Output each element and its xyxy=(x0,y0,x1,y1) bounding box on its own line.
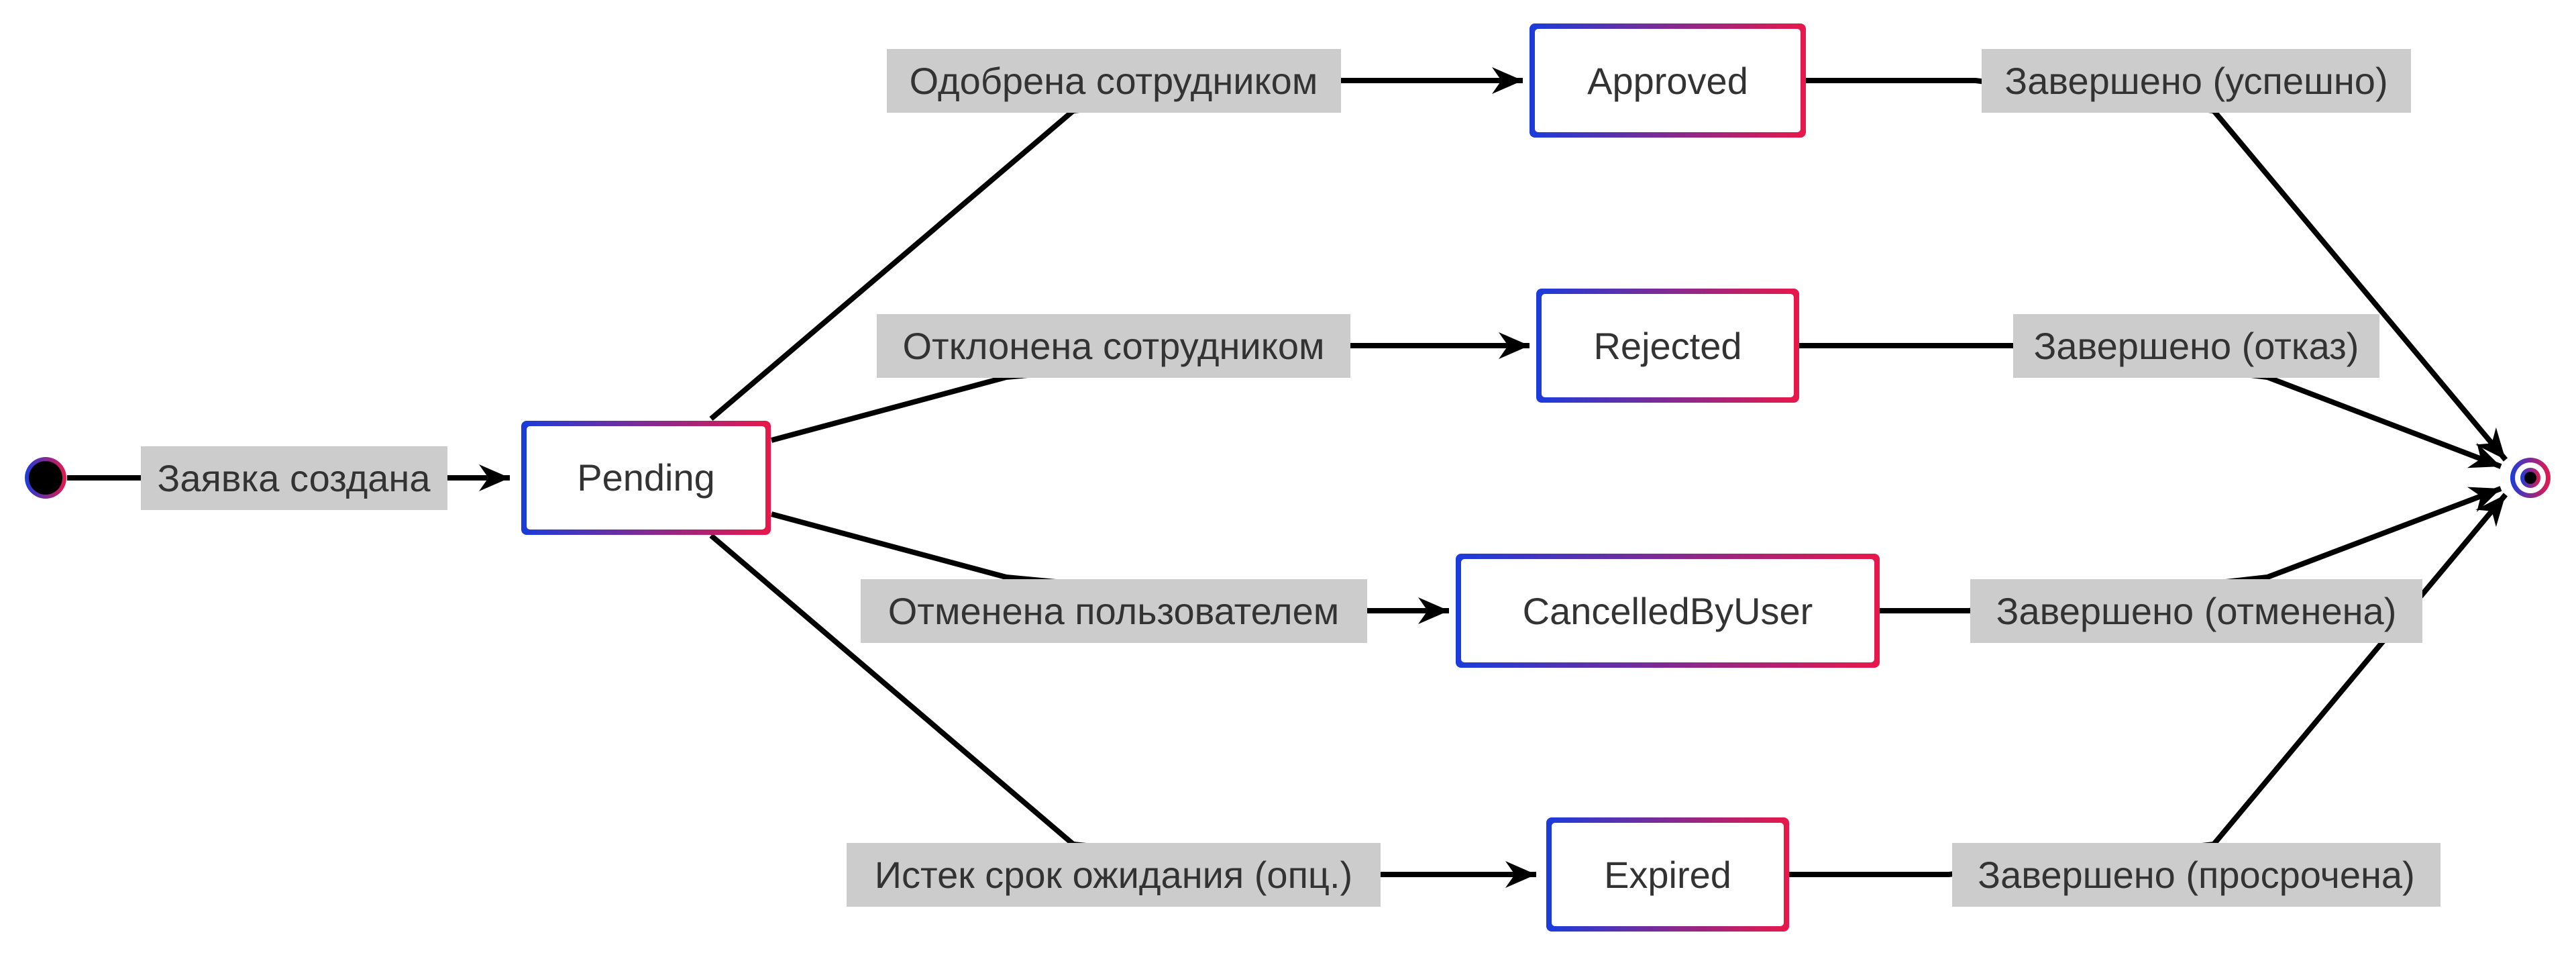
state-label: Pending xyxy=(577,456,715,499)
svg-text:Одобрена сотрудником: Одобрена сотрудником xyxy=(910,60,1318,102)
state-pending[interactable]: Pending xyxy=(521,421,771,535)
svg-text:Истек срок ожидания (опц.): Истек срок ожидания (опц.) xyxy=(875,854,1352,896)
svg-text:Заявка создана: Заявка создана xyxy=(158,457,431,499)
edge-approved-to-end xyxy=(1801,78,2508,462)
state-rejected[interactable]: Rejected xyxy=(1536,289,1799,403)
edge-label-reject: Отклонена сотрудником xyxy=(877,314,1350,378)
svg-text:Отменена пользователем: Отменена пользователем xyxy=(888,590,1340,632)
edge-label-cancel: Отменена пользователем xyxy=(861,579,1367,643)
state-cancelled-by-user[interactable]: CancelledByUser xyxy=(1456,554,1880,668)
svg-text:Отклонена сотрудником: Отклонена сотрудником xyxy=(903,325,1325,367)
start-node xyxy=(25,457,66,499)
state-approved[interactable]: Approved xyxy=(1529,23,1806,138)
edge-label-done-rejected: Завершено (отказ) xyxy=(2013,314,2379,378)
svg-text:Завершено (отказ): Завершено (отказ) xyxy=(2034,325,2359,367)
state-label: Expired xyxy=(1604,854,1731,896)
state-label: Approved xyxy=(1587,60,1748,102)
state-expired[interactable]: Expired xyxy=(1546,817,1789,932)
edge-label-approve: Одобрена сотрудником xyxy=(887,49,1341,113)
svg-text:Завершено (успешно): Завершено (успешно) xyxy=(2004,60,2387,102)
edge-label-done-approved: Завершено (успешно) xyxy=(1982,49,2411,113)
edge-label-done-expired: Завершено (просрочена) xyxy=(1952,843,2440,907)
edge-label-done-cancelled: Завершено (отменена) xyxy=(1970,579,2422,643)
edge-label-created: Заявка создана xyxy=(141,446,447,510)
svg-text:Завершено (просрочена): Завершено (просрочена) xyxy=(1978,854,2414,896)
svg-text:Завершено (отменена): Завершено (отменена) xyxy=(1996,590,2397,632)
state-label: CancelledByUser xyxy=(1523,590,1813,632)
edge-expired-to-end xyxy=(1781,493,2508,877)
state-label: Rejected xyxy=(1593,325,1741,367)
end-node xyxy=(2510,458,2551,498)
edge-label-expire: Истек срок ожидания (опц.) xyxy=(847,843,1381,907)
